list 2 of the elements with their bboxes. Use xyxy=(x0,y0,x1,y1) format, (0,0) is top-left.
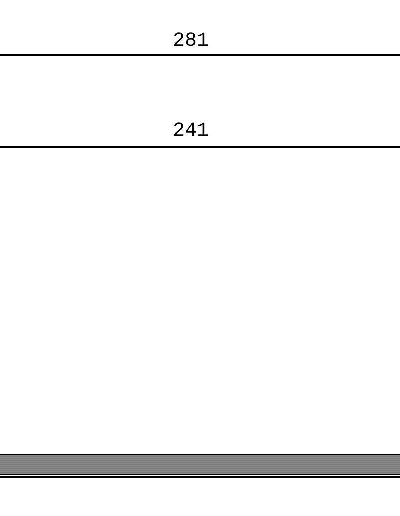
dimension-label: 281 xyxy=(173,32,209,52)
dimension-label: 241 xyxy=(173,122,209,142)
